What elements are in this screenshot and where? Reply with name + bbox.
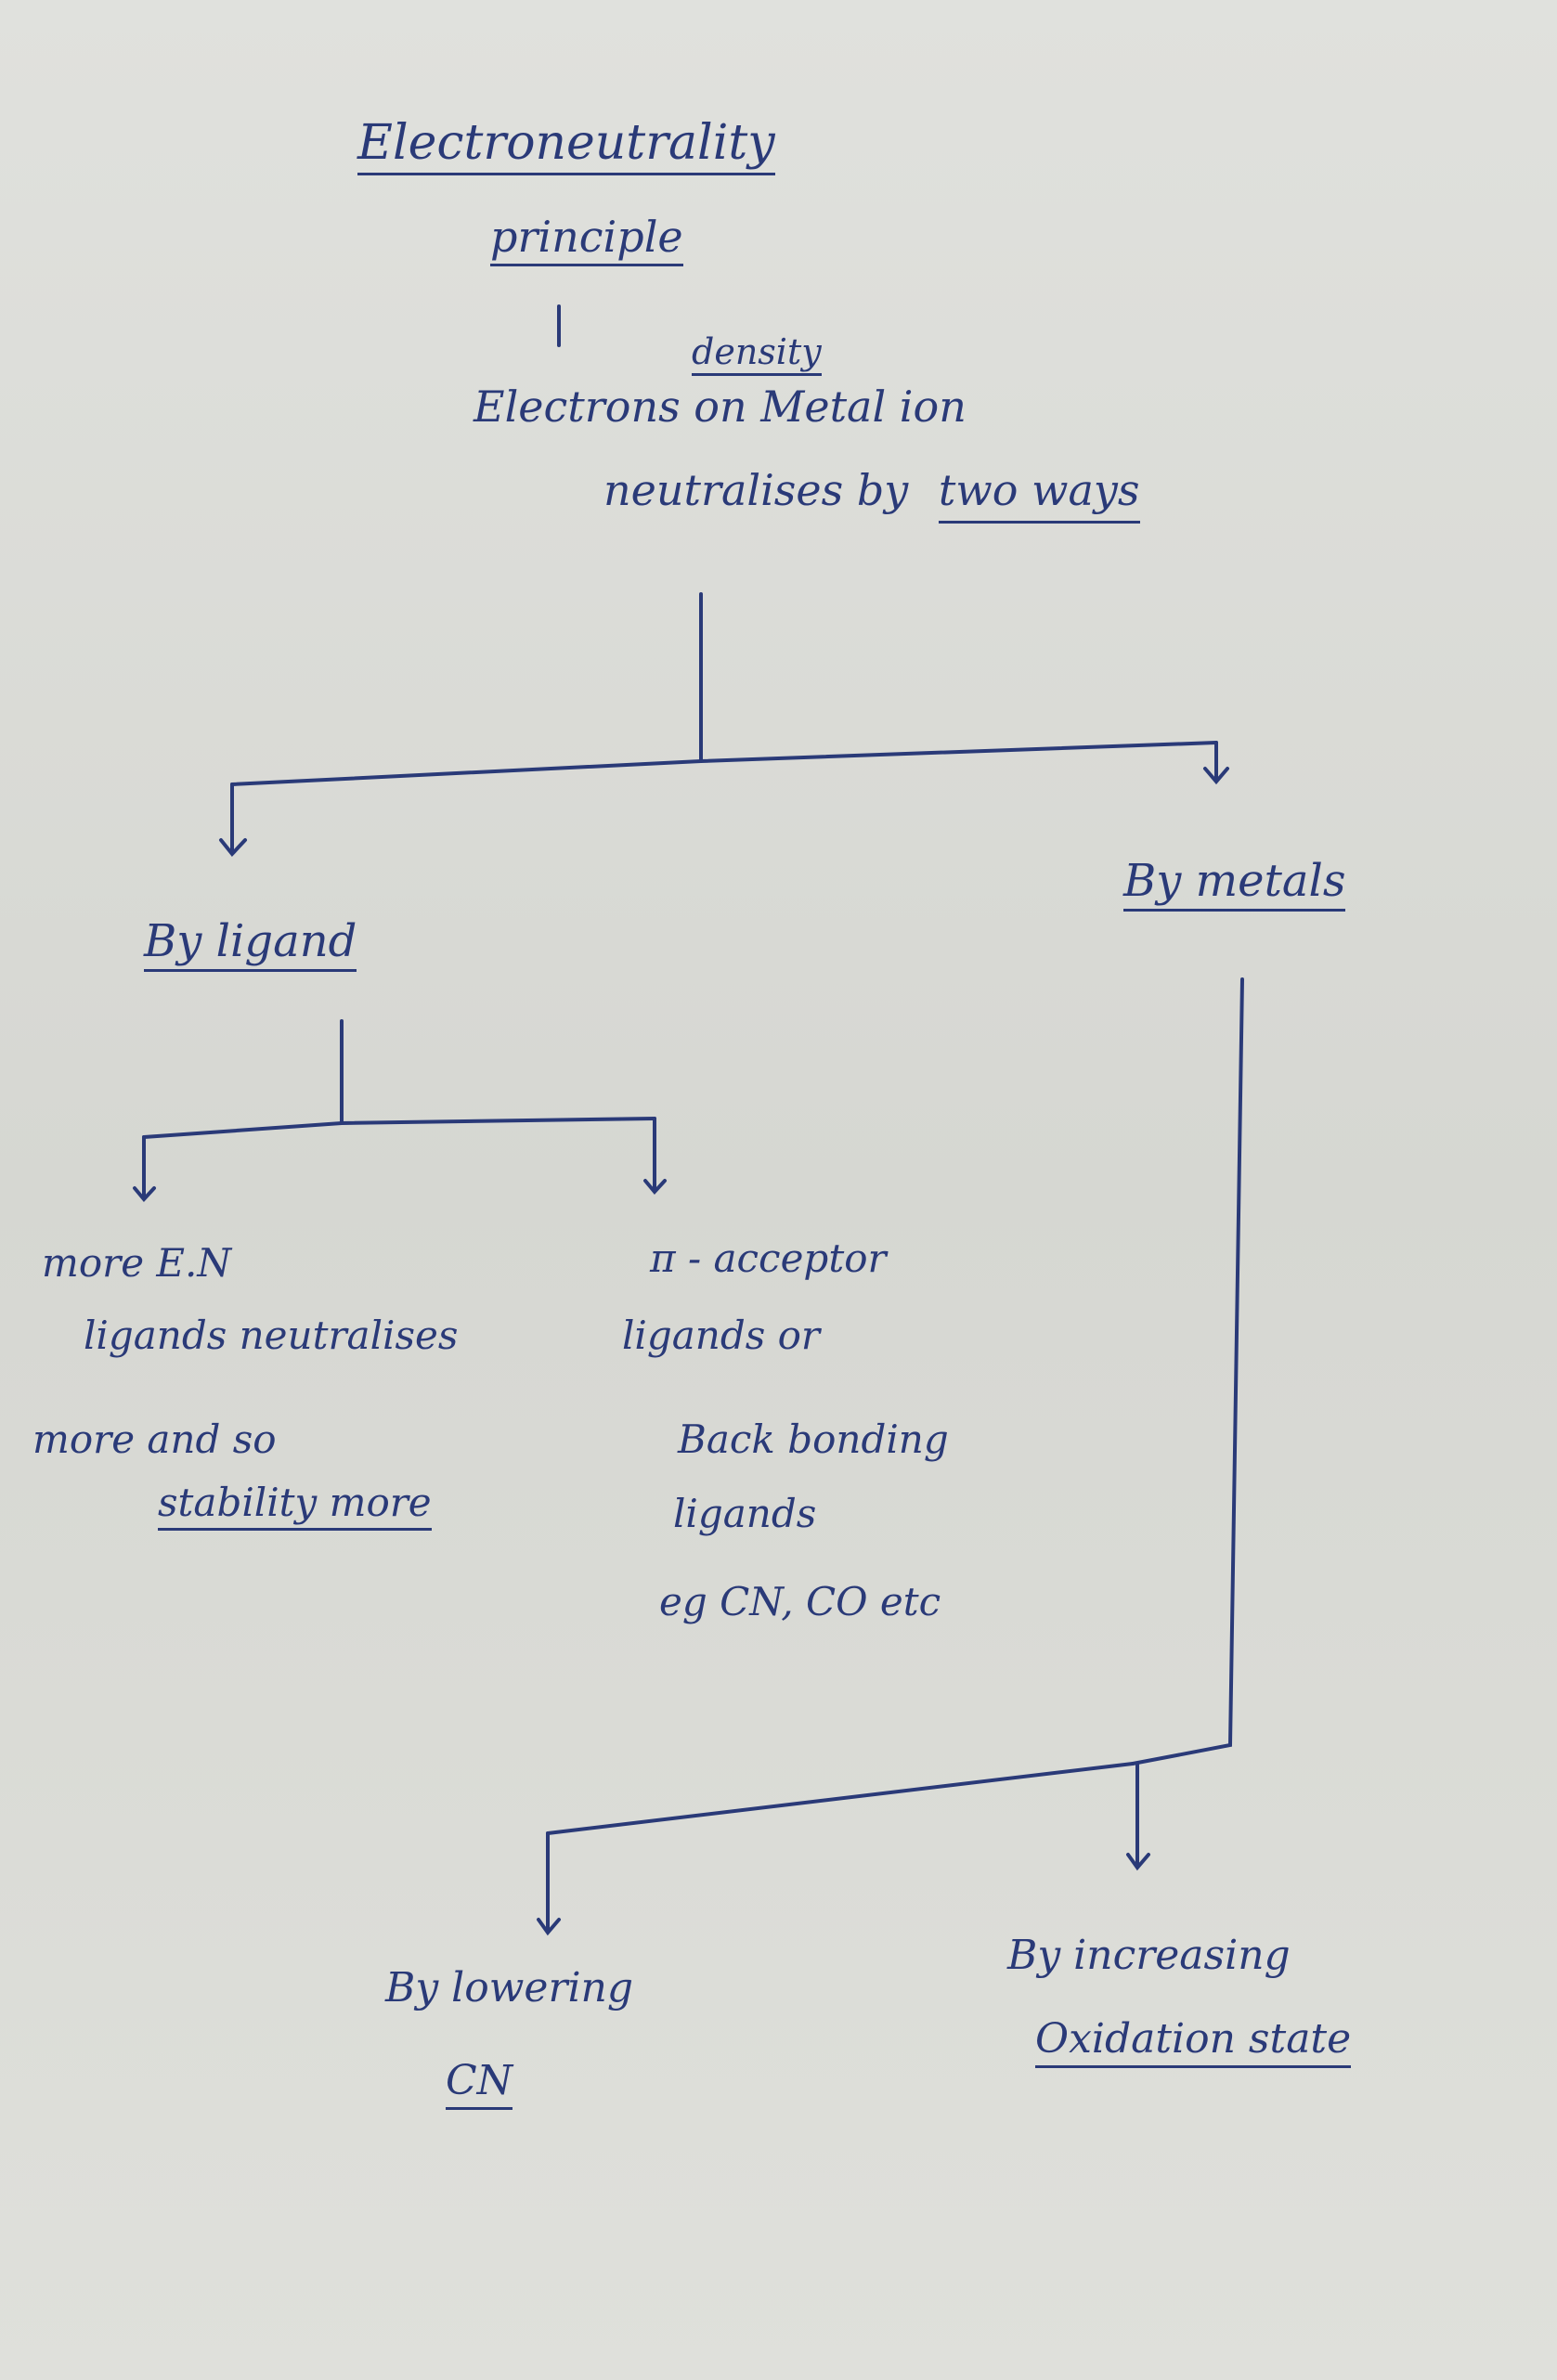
diagram-title: Electroneutrality — [357, 119, 775, 175]
pi-line-5: eg CN, CO etc — [659, 1579, 941, 1624]
density-annotation: density — [692, 334, 822, 376]
metals-arrow — [1203, 741, 1229, 785]
cn-line-1: By lowering — [385, 1964, 634, 2011]
stem-line-2: neutralises by two ways — [603, 465, 1140, 524]
diagram-subtitle: principle — [490, 215, 683, 266]
ox-line-1: By increasing — [1007, 1932, 1291, 1979]
en-arrow — [133, 1135, 156, 1203]
pi-line-2: ligands or — [622, 1313, 820, 1358]
pi-line-1: π - acceptor — [650, 1235, 887, 1281]
pi-line-4: ligands — [673, 1491, 817, 1536]
branch-metals-label: By metals — [1123, 859, 1346, 912]
cn-arrow — [537, 1831, 561, 1936]
two-ways-emphasis: two ways — [938, 465, 1140, 524]
ligand-split-line — [142, 1117, 656, 1139]
cn-line-2: CN — [446, 2061, 513, 2110]
ox-line-2: Oxidation state — [1035, 2019, 1352, 2068]
branch-ligand-label: By ligand — [144, 919, 357, 972]
en-line-4: stability more — [158, 1483, 432, 1531]
metals-vertical-line — [1131, 977, 1244, 1766]
stem-line-2-text: neutralises by — [603, 465, 909, 515]
ox-arrow — [1126, 1762, 1150, 1871]
stem-line-1: Electrons on Metal ion — [474, 382, 967, 432]
ligand-arrow — [219, 783, 247, 858]
pi-line-3: Back bonding — [678, 1416, 949, 1462]
main-split-line — [230, 741, 1218, 786]
en-line-1: more E.N — [42, 1240, 232, 1286]
en-line-2: ligands neutralises — [84, 1313, 459, 1358]
en-line-3: more and so — [32, 1416, 277, 1462]
pi-arrow — [643, 1117, 667, 1196]
metals-split-line — [546, 1762, 1135, 1835]
